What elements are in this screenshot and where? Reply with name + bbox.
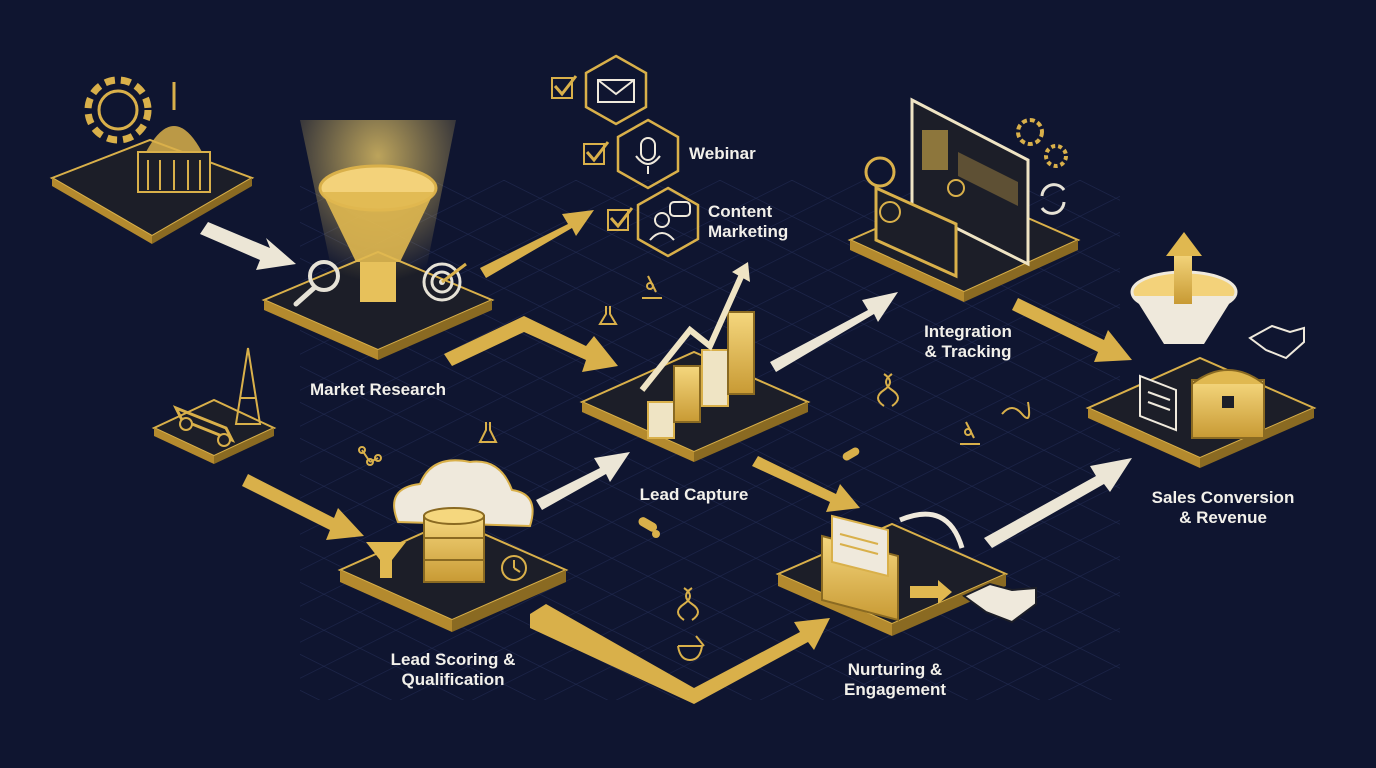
funnel-icon: [318, 164, 438, 302]
flow-arrow: [752, 456, 860, 512]
cloud-icon: [393, 459, 534, 528]
race-car-icon: [172, 405, 236, 447]
checkmark-icon: [609, 207, 634, 229]
microscope-icon: [960, 421, 980, 445]
channel-label-webinar: Webinar: [689, 144, 756, 163]
checkmark-icon: [553, 75, 578, 97]
magnifier-icon: [293, 260, 340, 307]
hexagon-frame: [584, 54, 648, 126]
flask-icon: [478, 422, 498, 443]
small-arrow-icon: [910, 580, 952, 604]
dna-icon: [1001, 401, 1031, 419]
flow-arrow: [200, 222, 296, 270]
capsule-icon: [842, 447, 860, 461]
flow-arrow: [242, 474, 364, 540]
stage-label-lead-capture: Lead Capture: [639, 485, 749, 504]
growth-arrow-head: [732, 262, 750, 282]
growth-arrow-icon: [639, 268, 747, 392]
stage-label-market-research: Market Research: [309, 380, 447, 399]
hexagon-frame: [616, 118, 680, 190]
clock-icon: [501, 555, 527, 581]
checkbox-icon: [583, 143, 605, 165]
gear-icon: [84, 76, 152, 144]
hexagon-frame: [636, 186, 700, 258]
growth-arrow-icon: [1166, 232, 1202, 304]
stage-label-sales-conversion: Sales Conversion & Revenue: [1151, 488, 1295, 527]
checkbox-icon: [551, 77, 573, 99]
channel-label-content-marketing: Content Marketing: [708, 202, 789, 241]
platform-car: [151, 398, 277, 464]
flow-arrow: [770, 292, 898, 372]
stage-label-nurturing: Nurturing & Engagement: [843, 660, 947, 699]
checkbox-icon: [607, 209, 629, 231]
stage-label-integration-tracking: Integration & Tracking: [924, 322, 1012, 361]
molecule-icon: [358, 446, 382, 466]
capsule-icon: [638, 517, 660, 538]
envelope-icon: [597, 79, 635, 103]
document-icon: [1139, 374, 1177, 432]
flow-arrow: [1012, 298, 1132, 362]
microphone-icon: [635, 137, 661, 174]
eiffel-tower-icon: [234, 347, 262, 425]
checkmark-icon: [585, 141, 610, 163]
refresh-icon: [1040, 183, 1066, 215]
flask-icon: [598, 306, 618, 325]
flow-arrow: [530, 604, 830, 704]
flow-arrow: [984, 458, 1132, 548]
flow-arrow: [536, 452, 630, 510]
mortar-icon: [677, 635, 705, 662]
funnel-icon: [366, 542, 406, 578]
capitol-dome-icon: [137, 82, 211, 193]
flow-arrow: [480, 210, 594, 278]
gear-icon: [1016, 118, 1068, 168]
microscope-icon: [642, 275, 662, 299]
channel-content-item: [607, 186, 700, 258]
treasure-chest-icon: [1191, 369, 1265, 439]
dna-icon: [677, 587, 699, 621]
dashboard-icon: [864, 97, 1030, 279]
channel-email-item: [551, 54, 648, 126]
handshake-icon: [1248, 324, 1305, 360]
chat-person-icon: [649, 201, 691, 241]
target-icon: [422, 262, 467, 302]
stage-label-lead-scoring: Lead Scoring & Qualification: [390, 650, 516, 689]
bar-chart-icon: [647, 311, 755, 439]
dna-icon: [877, 373, 899, 407]
handshake-icon: [962, 582, 1037, 624]
envelope-icon: [821, 511, 965, 622]
channel-webinar-item: [583, 118, 680, 190]
flow-arrow: [444, 316, 618, 372]
database-icon: [423, 507, 485, 583]
